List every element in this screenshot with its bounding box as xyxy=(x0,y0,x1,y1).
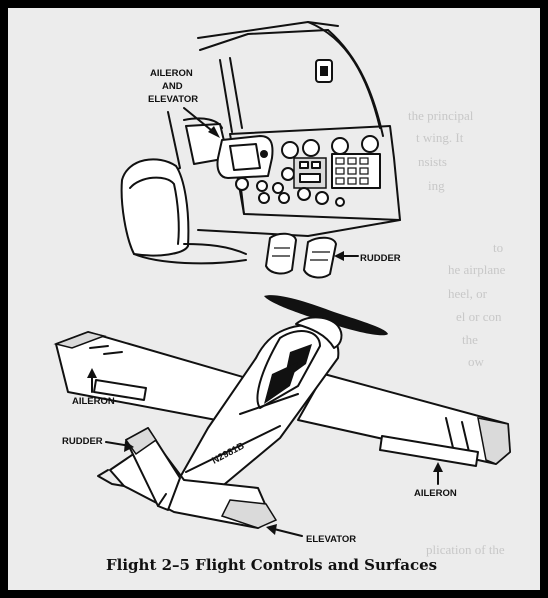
label-aileron-right: AILERON xyxy=(414,488,457,499)
bleed-line: el or con xyxy=(456,309,502,324)
bleed-line: ing xyxy=(428,178,445,193)
bleed-line: the principal xyxy=(408,108,474,123)
callouts: AILERON AND ELEVATOR RUDDER AILERON RUDD… xyxy=(62,68,457,545)
airplane-drawing: N2981B xyxy=(53,295,511,529)
label-aileron-and-elevator-line1: AILERON xyxy=(150,68,193,79)
arrow-head-icon xyxy=(124,441,134,452)
bleed-line: t wing. It xyxy=(416,130,464,145)
bleed-line: to xyxy=(493,240,503,255)
label-elevator: ELEVATOR xyxy=(306,534,356,545)
cockpit-drawing xyxy=(120,21,401,279)
label-rudder-tail: RUDDER xyxy=(62,436,103,447)
label-rudder-pedals: RUDDER xyxy=(360,253,401,264)
figure-caption: Flight 2–5 Flight Controls and Surfaces xyxy=(106,556,437,574)
flight-controls-illustration: the principal t wing. It nsists ing to h… xyxy=(53,21,511,574)
scanned-page: the principal t wing. It nsists ing to h… xyxy=(8,8,540,590)
bleed-line: nsists xyxy=(418,154,447,169)
label-aileron-left: AILERON xyxy=(72,396,115,407)
bleed-through-text: the principal t wing. It nsists ing to h… xyxy=(408,108,506,557)
arrow-head-icon xyxy=(433,462,443,472)
label-aileron-and-elevator-line2: AND xyxy=(162,81,183,92)
arrow-head-icon xyxy=(87,368,97,378)
bleed-line: he airplane xyxy=(448,262,506,277)
arrow-head-icon xyxy=(266,524,277,535)
arrow-head-icon xyxy=(334,251,344,261)
arrow-head-icon xyxy=(208,126,220,138)
bleed-line: the xyxy=(462,332,478,347)
bleed-line: ow xyxy=(468,354,485,369)
bleed-line: heel, or xyxy=(448,286,488,301)
bleed-line: plication of the xyxy=(426,542,505,557)
label-aileron-and-elevator-line3: ELEVATOR xyxy=(148,94,198,105)
